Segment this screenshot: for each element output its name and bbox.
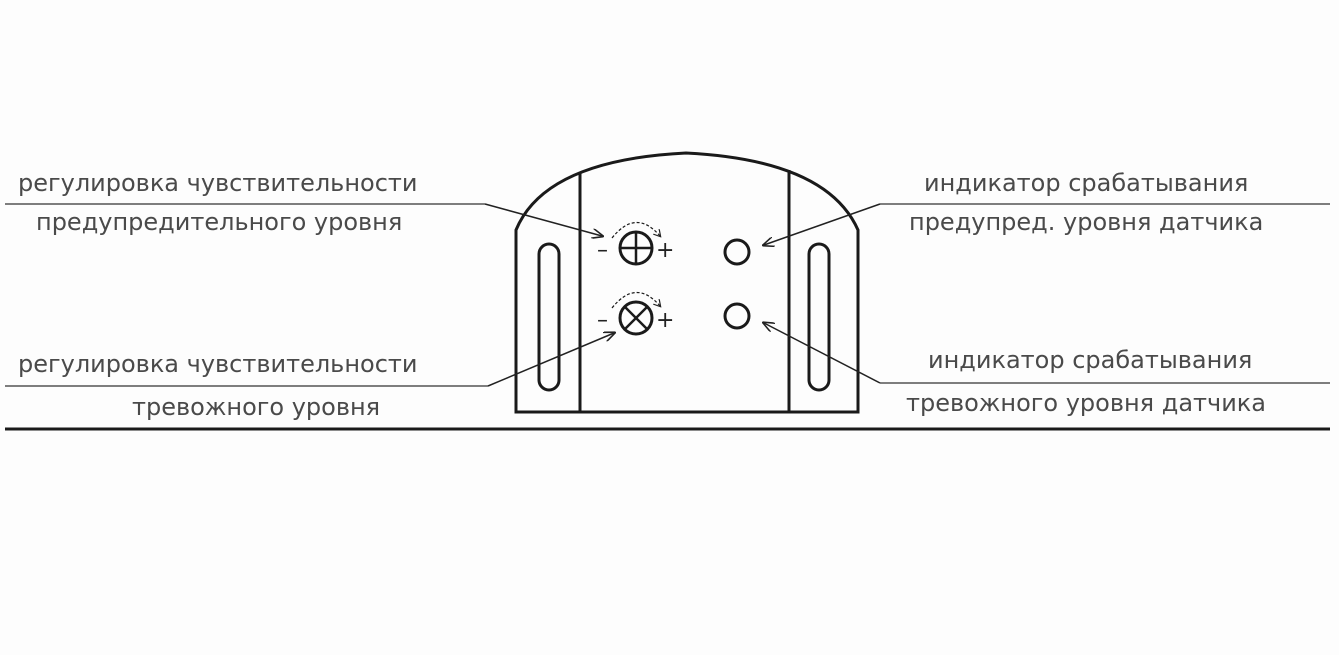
warning-sensitivity-line1: регулировка чувствительности (18, 169, 417, 197)
callout-warning-sensitivity: регулировка чувствительности предупредит… (5, 169, 602, 236)
warning-indicator-line1: индикатор срабатывания (924, 169, 1248, 197)
housing-outline (514, 151, 860, 414)
warning-sensitivity-line2: предупредительного уровня (36, 208, 402, 236)
left-mounting-slot (537, 242, 561, 392)
warning-indicator-led-icon (723, 238, 751, 266)
rotation-arrow-icon (611, 221, 660, 239)
alarm-sensitivity-line1: регулировка чувствительности (18, 350, 417, 378)
plus-sign: + (656, 308, 674, 333)
minus-sign: – (597, 308, 608, 333)
warning-sensitivity-knob[interactable]: – + (597, 221, 674, 266)
sensor-housing (514, 151, 860, 414)
cross-screw-diag-2 (624, 306, 648, 330)
leader-arrow (764, 323, 881, 384)
plus-sign: + (656, 238, 674, 263)
leader-arrow (487, 333, 614, 387)
alarm-sensitivity-knob[interactable]: – + (597, 291, 674, 336)
alarm-indicator-led-icon (723, 302, 751, 330)
minus-sign: – (597, 238, 608, 263)
alarm-indicator-line1: индикатор срабатывания (928, 346, 1252, 374)
alarm-indicator-line2: тревожного уровня датчика (906, 389, 1266, 417)
callout-alarm-sensitivity: регулировка чувствительности тревожного … (5, 333, 614, 421)
leader-arrow (764, 203, 881, 245)
right-mounting-slot (807, 242, 831, 392)
callout-warning-indicator: индикатор срабатывания предупред. уровня… (764, 169, 1330, 245)
alarm-sensitivity-line2: тревожного уровня (132, 393, 380, 421)
leader-arrow (484, 203, 602, 236)
warning-indicator-line2: предупред. уровня датчика (909, 208, 1263, 236)
rotation-arrow-icon (611, 291, 660, 309)
callout-alarm-indicator: индикатор срабатывания тревожного уровня… (764, 323, 1330, 417)
cross-screw-icon (618, 300, 654, 336)
